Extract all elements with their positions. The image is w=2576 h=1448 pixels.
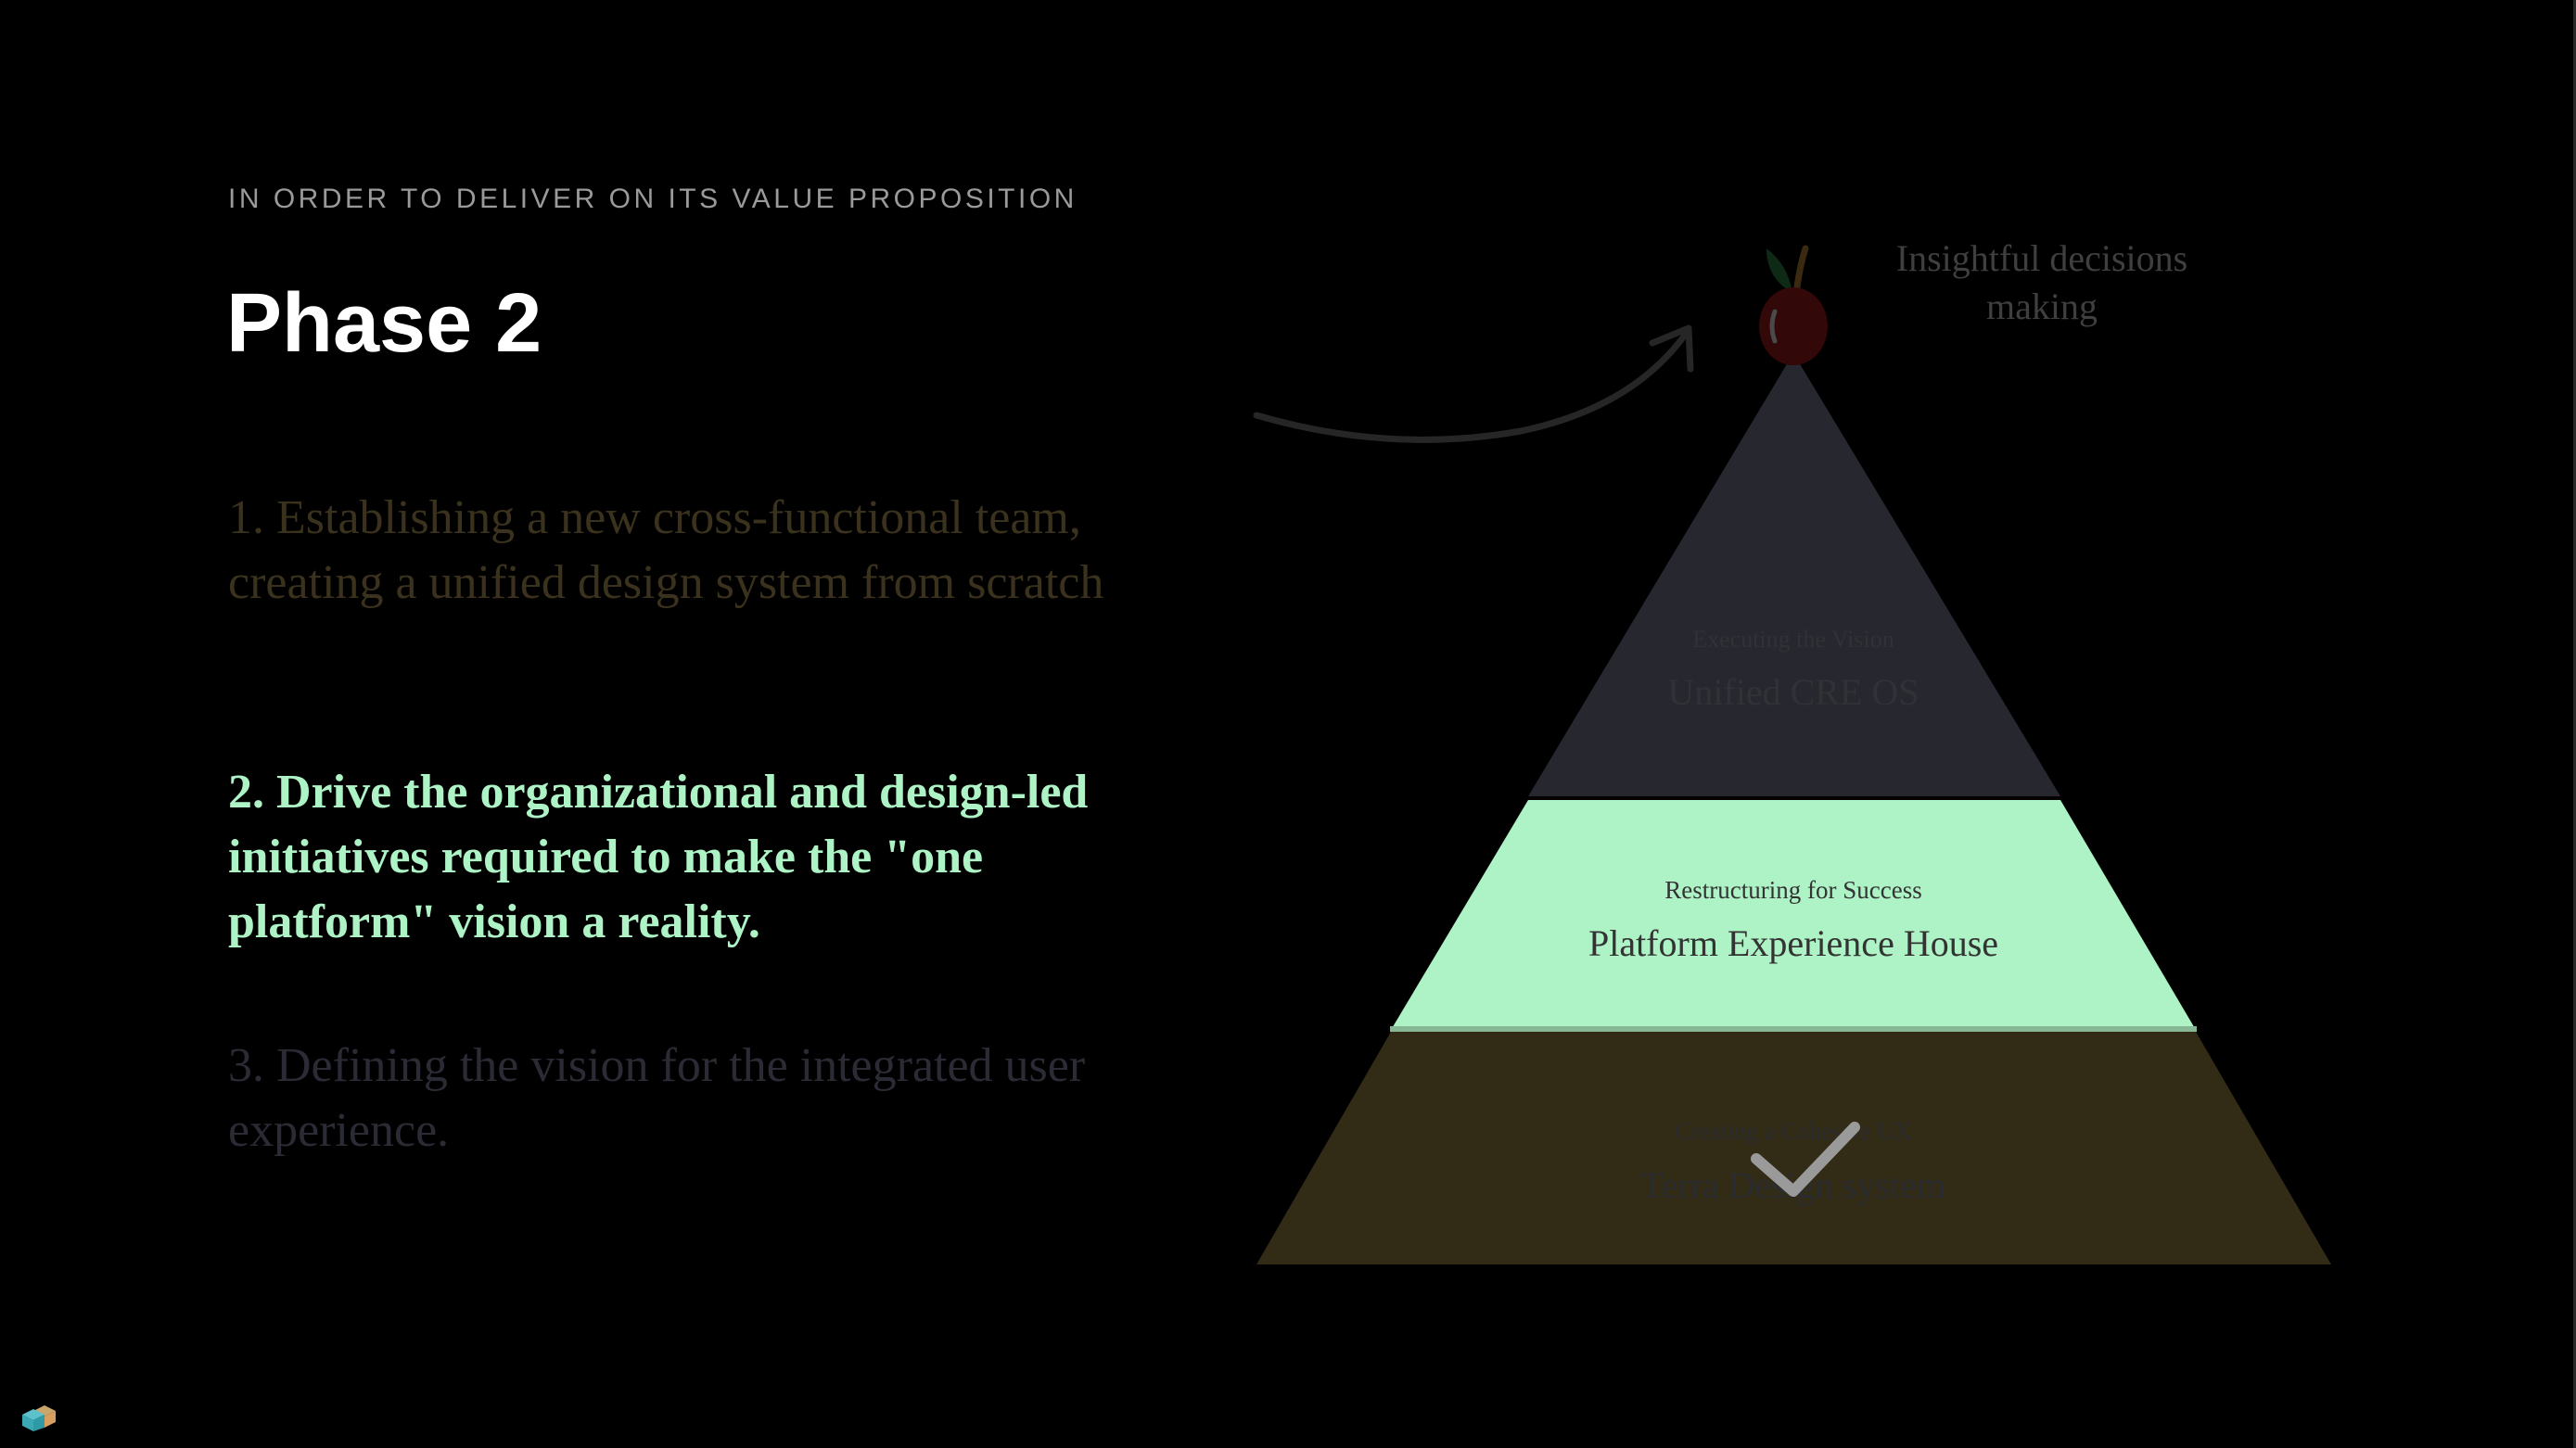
apple-icon [1759,245,1828,365]
pyramid-tier-top [1528,353,2060,796]
window-edge-divider [2573,0,2576,1448]
apex-label-line2: making [1986,286,2098,327]
checkmark-icon [1751,1122,1860,1197]
pyramid-tier-middle [1391,800,2196,1030]
list-item-completed: 1. Establishing a new cross-functional t… [228,491,1104,609]
tier-top-subtitle: Executing the Vision [1692,626,1894,653]
eyebrow-text: IN ORDER TO DELIVER ON ITS VALUE PROPOSI… [228,184,1078,214]
list-item-active: 2. Drive the organizational and design-l… [228,766,1089,948]
app-logo-icon [22,1405,56,1431]
page-title: Phase 2 [226,277,542,370]
tier-middle-title: Platform Experience House [1588,922,1998,964]
tier-middle-subtitle: Restructuring for Success [1664,876,1921,904]
tier-divider [1390,1026,2197,1032]
curved-arrow-icon [1253,324,1694,443]
apex-label-line1: Insightful decisions [1896,237,2187,279]
pyramid-tier-bottom [1256,1032,2331,1264]
list-item-upcoming: 3. Defining the vision for the integrate… [228,1039,1086,1157]
tier-bottom-subtitle: Creating a Cohesive UX [1676,1118,1912,1145]
tier-top-title: Unified CRE OS [1667,671,1919,713]
